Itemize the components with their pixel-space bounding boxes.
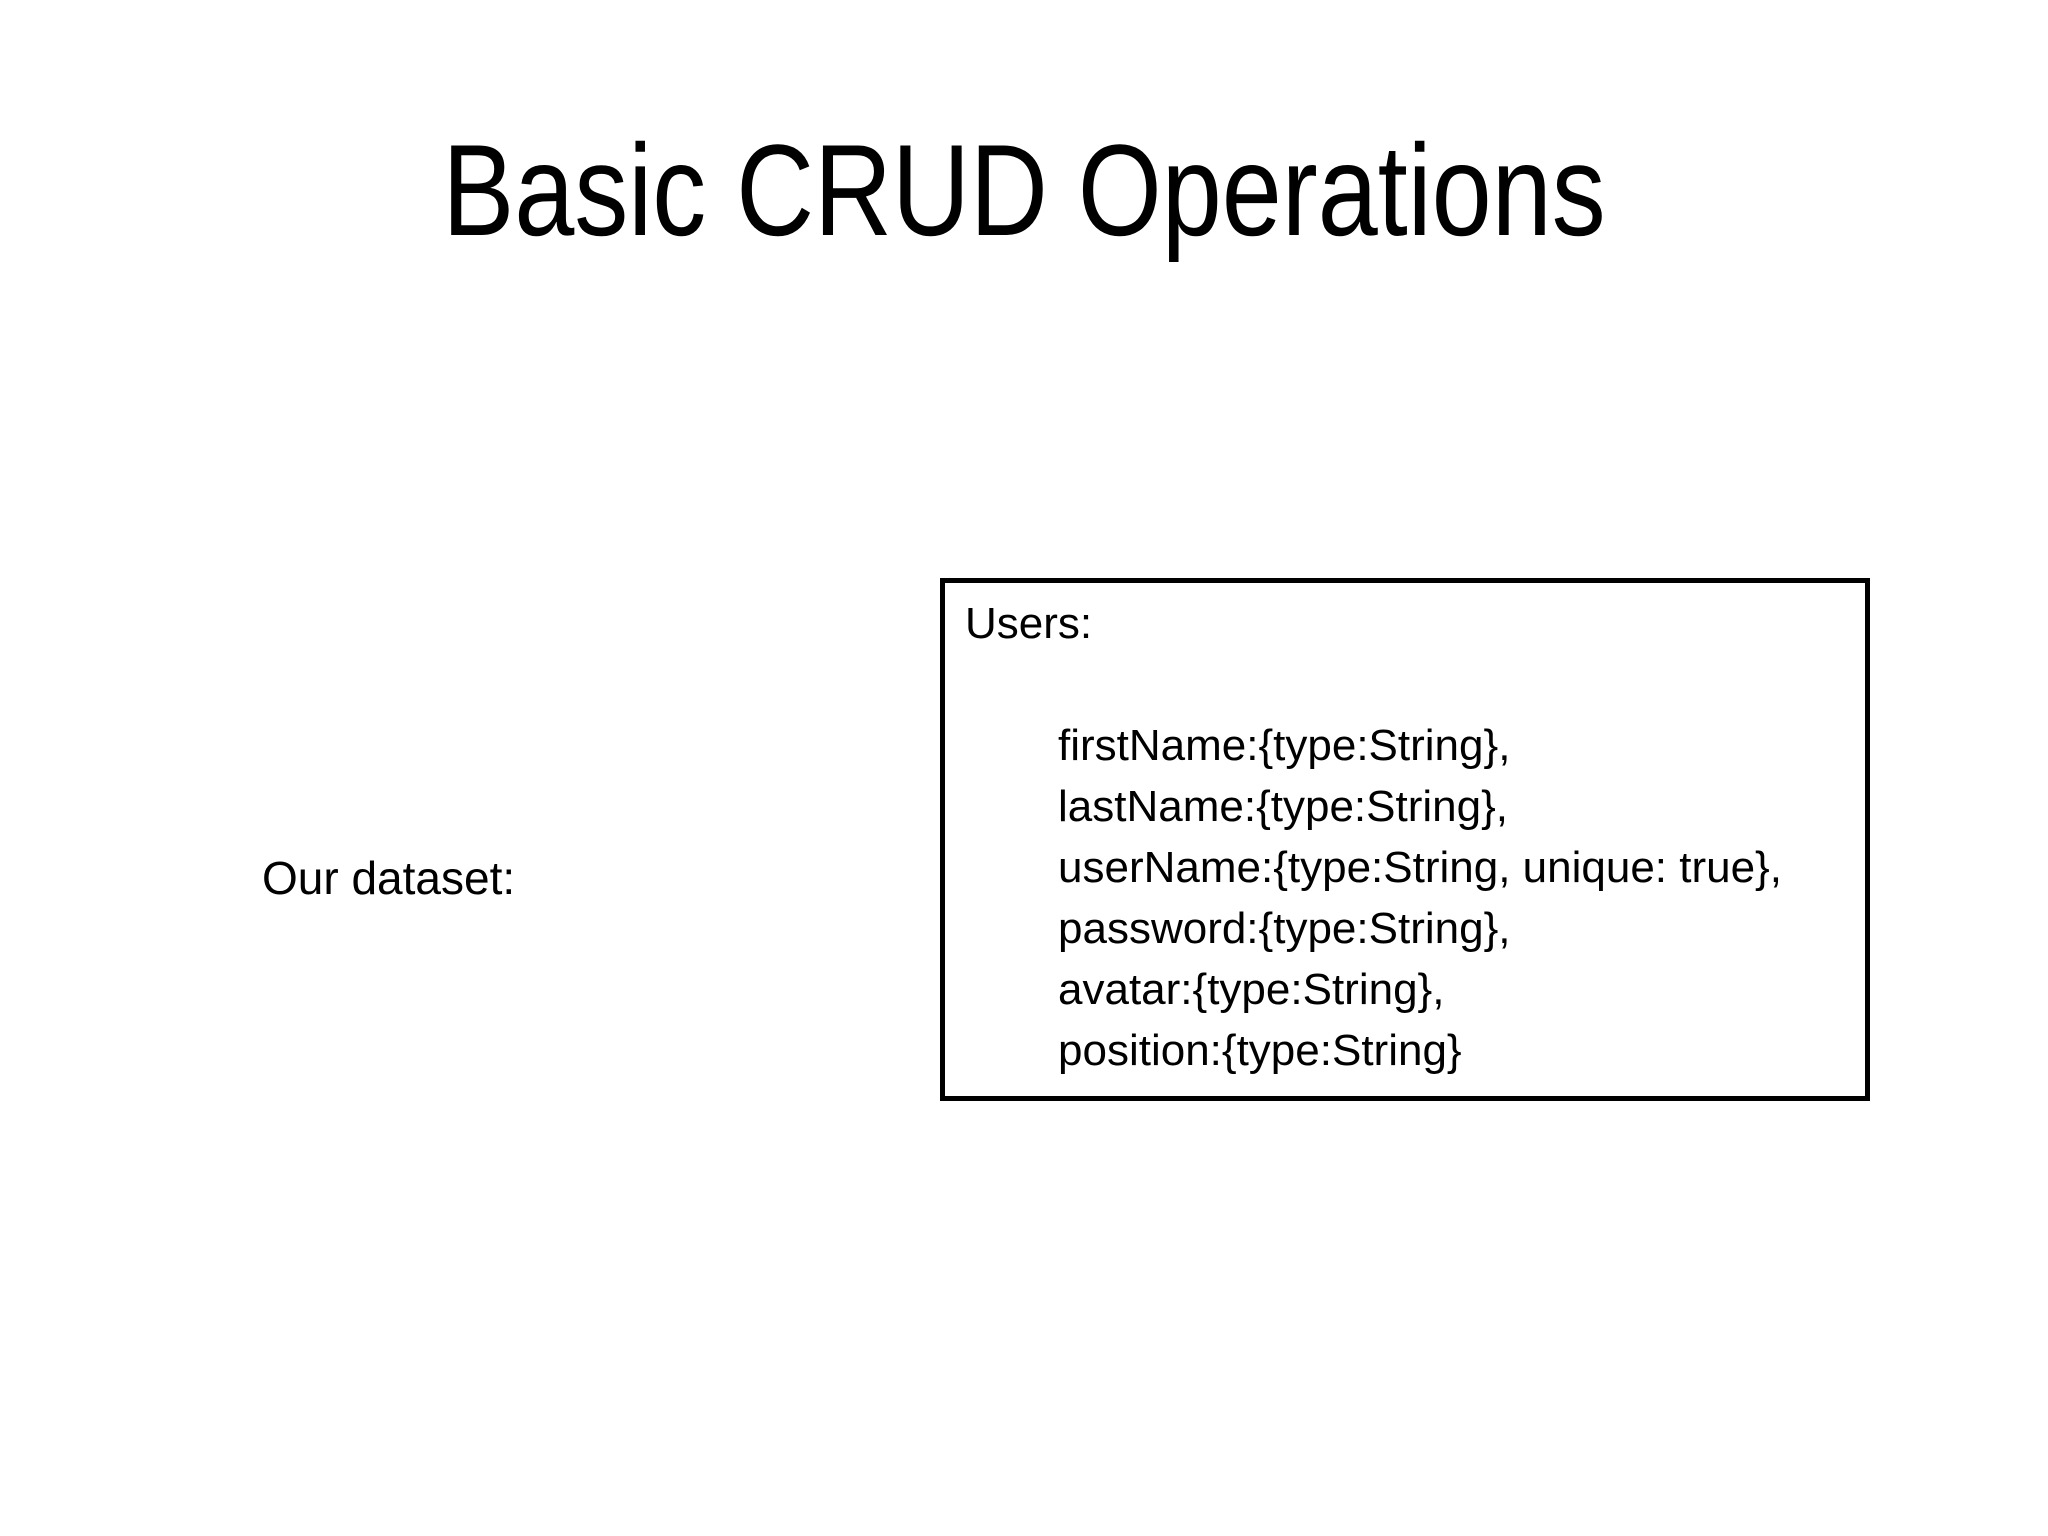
dataset-box-heading: Users: bbox=[965, 599, 1093, 648]
dataset-field-line: avatar:{type:String}, bbox=[1058, 965, 1445, 1014]
dataset-box: Users: firstName:{type:String}, lastName… bbox=[940, 578, 1870, 1101]
dataset-field-line: userName:{type:String, unique: true}, bbox=[1058, 843, 1782, 892]
dataset-field-line: lastName:{type:String}, bbox=[1058, 782, 1509, 831]
dataset-field-line: position:{type:String} bbox=[1058, 1026, 1462, 1075]
dataset-label: Our dataset: bbox=[262, 852, 516, 904]
dataset-field-line: password:{type:String}, bbox=[1058, 904, 1511, 953]
dataset-fields: firstName:{type:String}, lastName:{type:… bbox=[1058, 715, 1845, 1081]
dataset-field-line: firstName:{type:String}, bbox=[1058, 721, 1511, 770]
slide-title: Basic CRUD Operations bbox=[442, 117, 1606, 263]
